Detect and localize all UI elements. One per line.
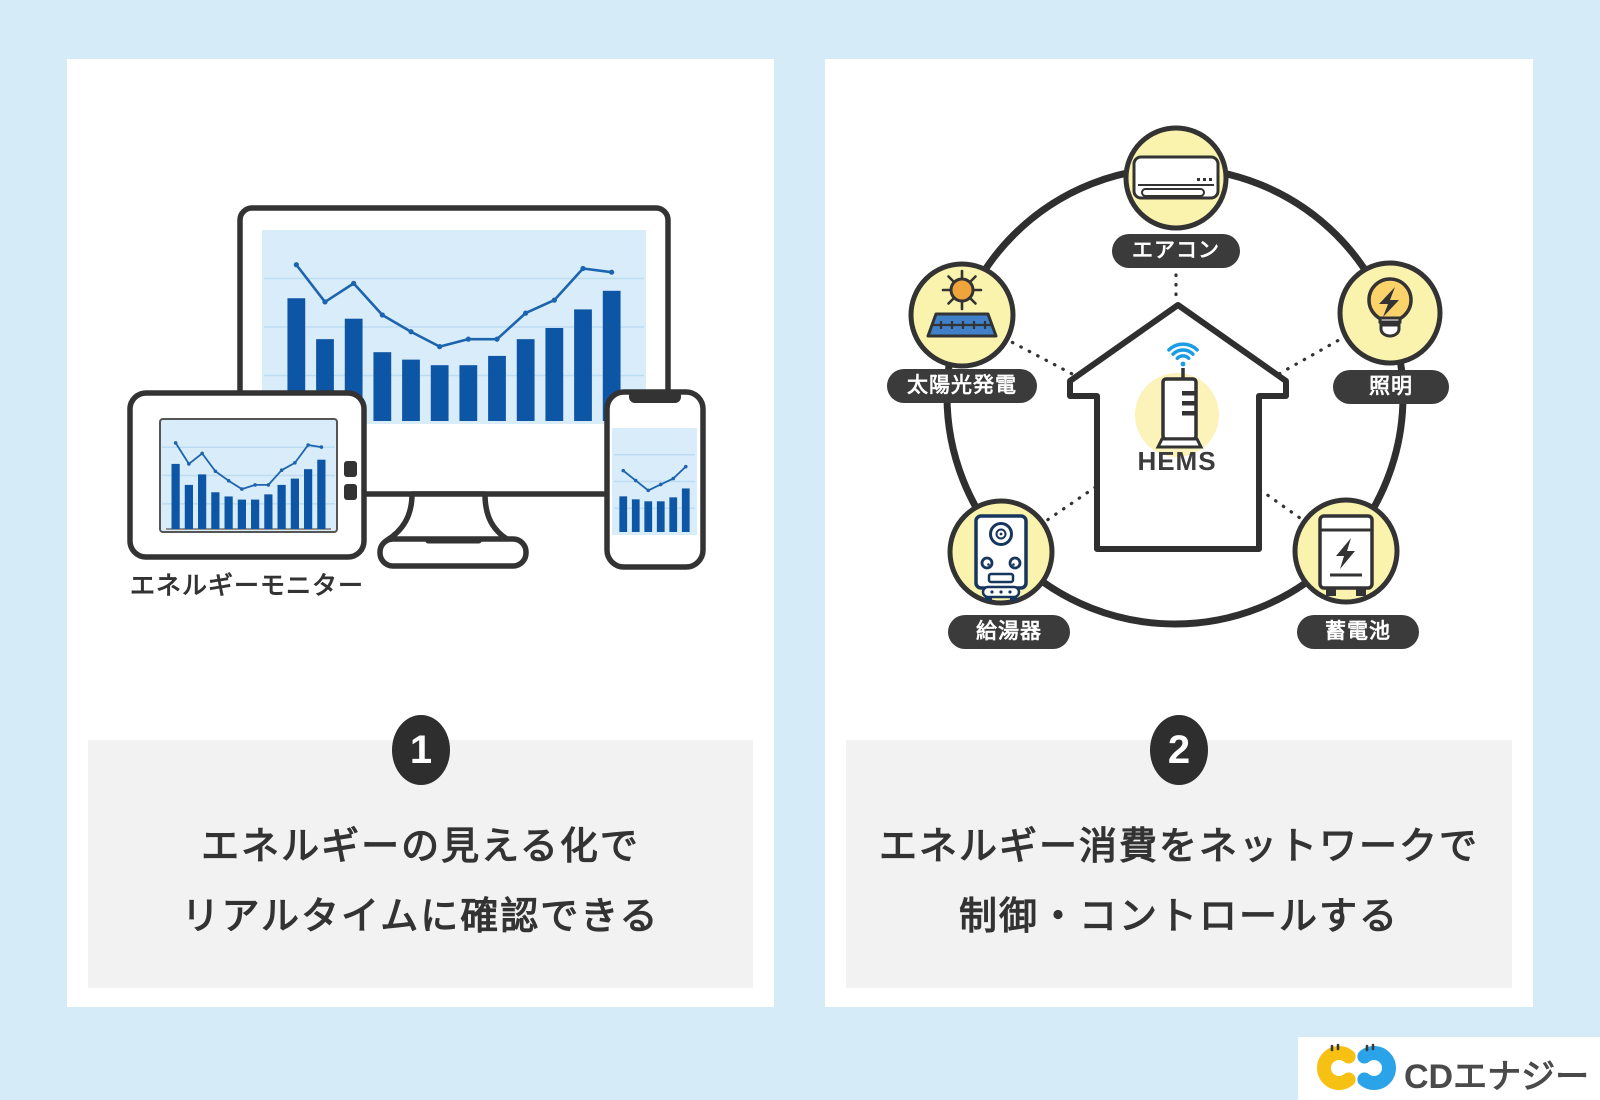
monitor-chart: [264, 262, 644, 421]
tablet-chart: [162, 441, 335, 530]
node-label-water-heater: 給湯器: [948, 615, 1070, 649]
caption-1-line-2: リアルタイムに確認できる: [181, 896, 660, 938]
energy-monitor-illustration: [127, 205, 706, 570]
house-icon: [1067, 302, 1289, 552]
hems-router-icon: [1155, 368, 1204, 449]
step-badge-1: 1: [392, 715, 450, 785]
smartphone-icon: [604, 389, 706, 570]
step-badge-2: 2: [1150, 715, 1208, 785]
hems-network-diagram: [908, 125, 1443, 628]
wifi-icon: [1167, 342, 1199, 367]
caption-1-line-1: エネルギーの見える化で: [201, 826, 640, 868]
water-heater-icon: [947, 498, 1055, 606]
solar-icon: [908, 261, 1016, 369]
hems-label: HEMS: [1137, 446, 1217, 476]
cd-energy-logo-box: [1298, 1037, 1600, 1100]
battery-icon: [1292, 497, 1400, 605]
tablet-icon: [127, 390, 367, 560]
phone-chart: [614, 454, 695, 532]
cd-energy-logo-text: CDエナジー: [1404, 1058, 1590, 1096]
caption-2-line-2: 制御・コントロールする: [958, 896, 1399, 938]
caption-2-line-1: エネルギー消費をネットワークで: [878, 826, 1479, 868]
caption-1: エネルギーの見える化で リアルタイムに確認できる: [88, 812, 753, 952]
caption-box-2: エネルギー消費をネットワークで 制御・コントロールする: [846, 740, 1512, 988]
node-label-aircon: エアコン: [1112, 234, 1240, 268]
caption-2: エネルギー消費をネットワークで 制御・コントロールする: [846, 812, 1512, 952]
node-label-lighting: 照明: [1333, 370, 1449, 404]
energy-monitor-label: エネルギーモニター: [129, 572, 365, 600]
aircon-icon: [1123, 125, 1229, 231]
node-label-battery: 蓄電池: [1297, 615, 1419, 649]
cd-energy-logo-mark: [1317, 1043, 1396, 1090]
node-label-solar: 太陽光発電: [887, 369, 1037, 403]
lighting-icon: [1337, 260, 1443, 366]
